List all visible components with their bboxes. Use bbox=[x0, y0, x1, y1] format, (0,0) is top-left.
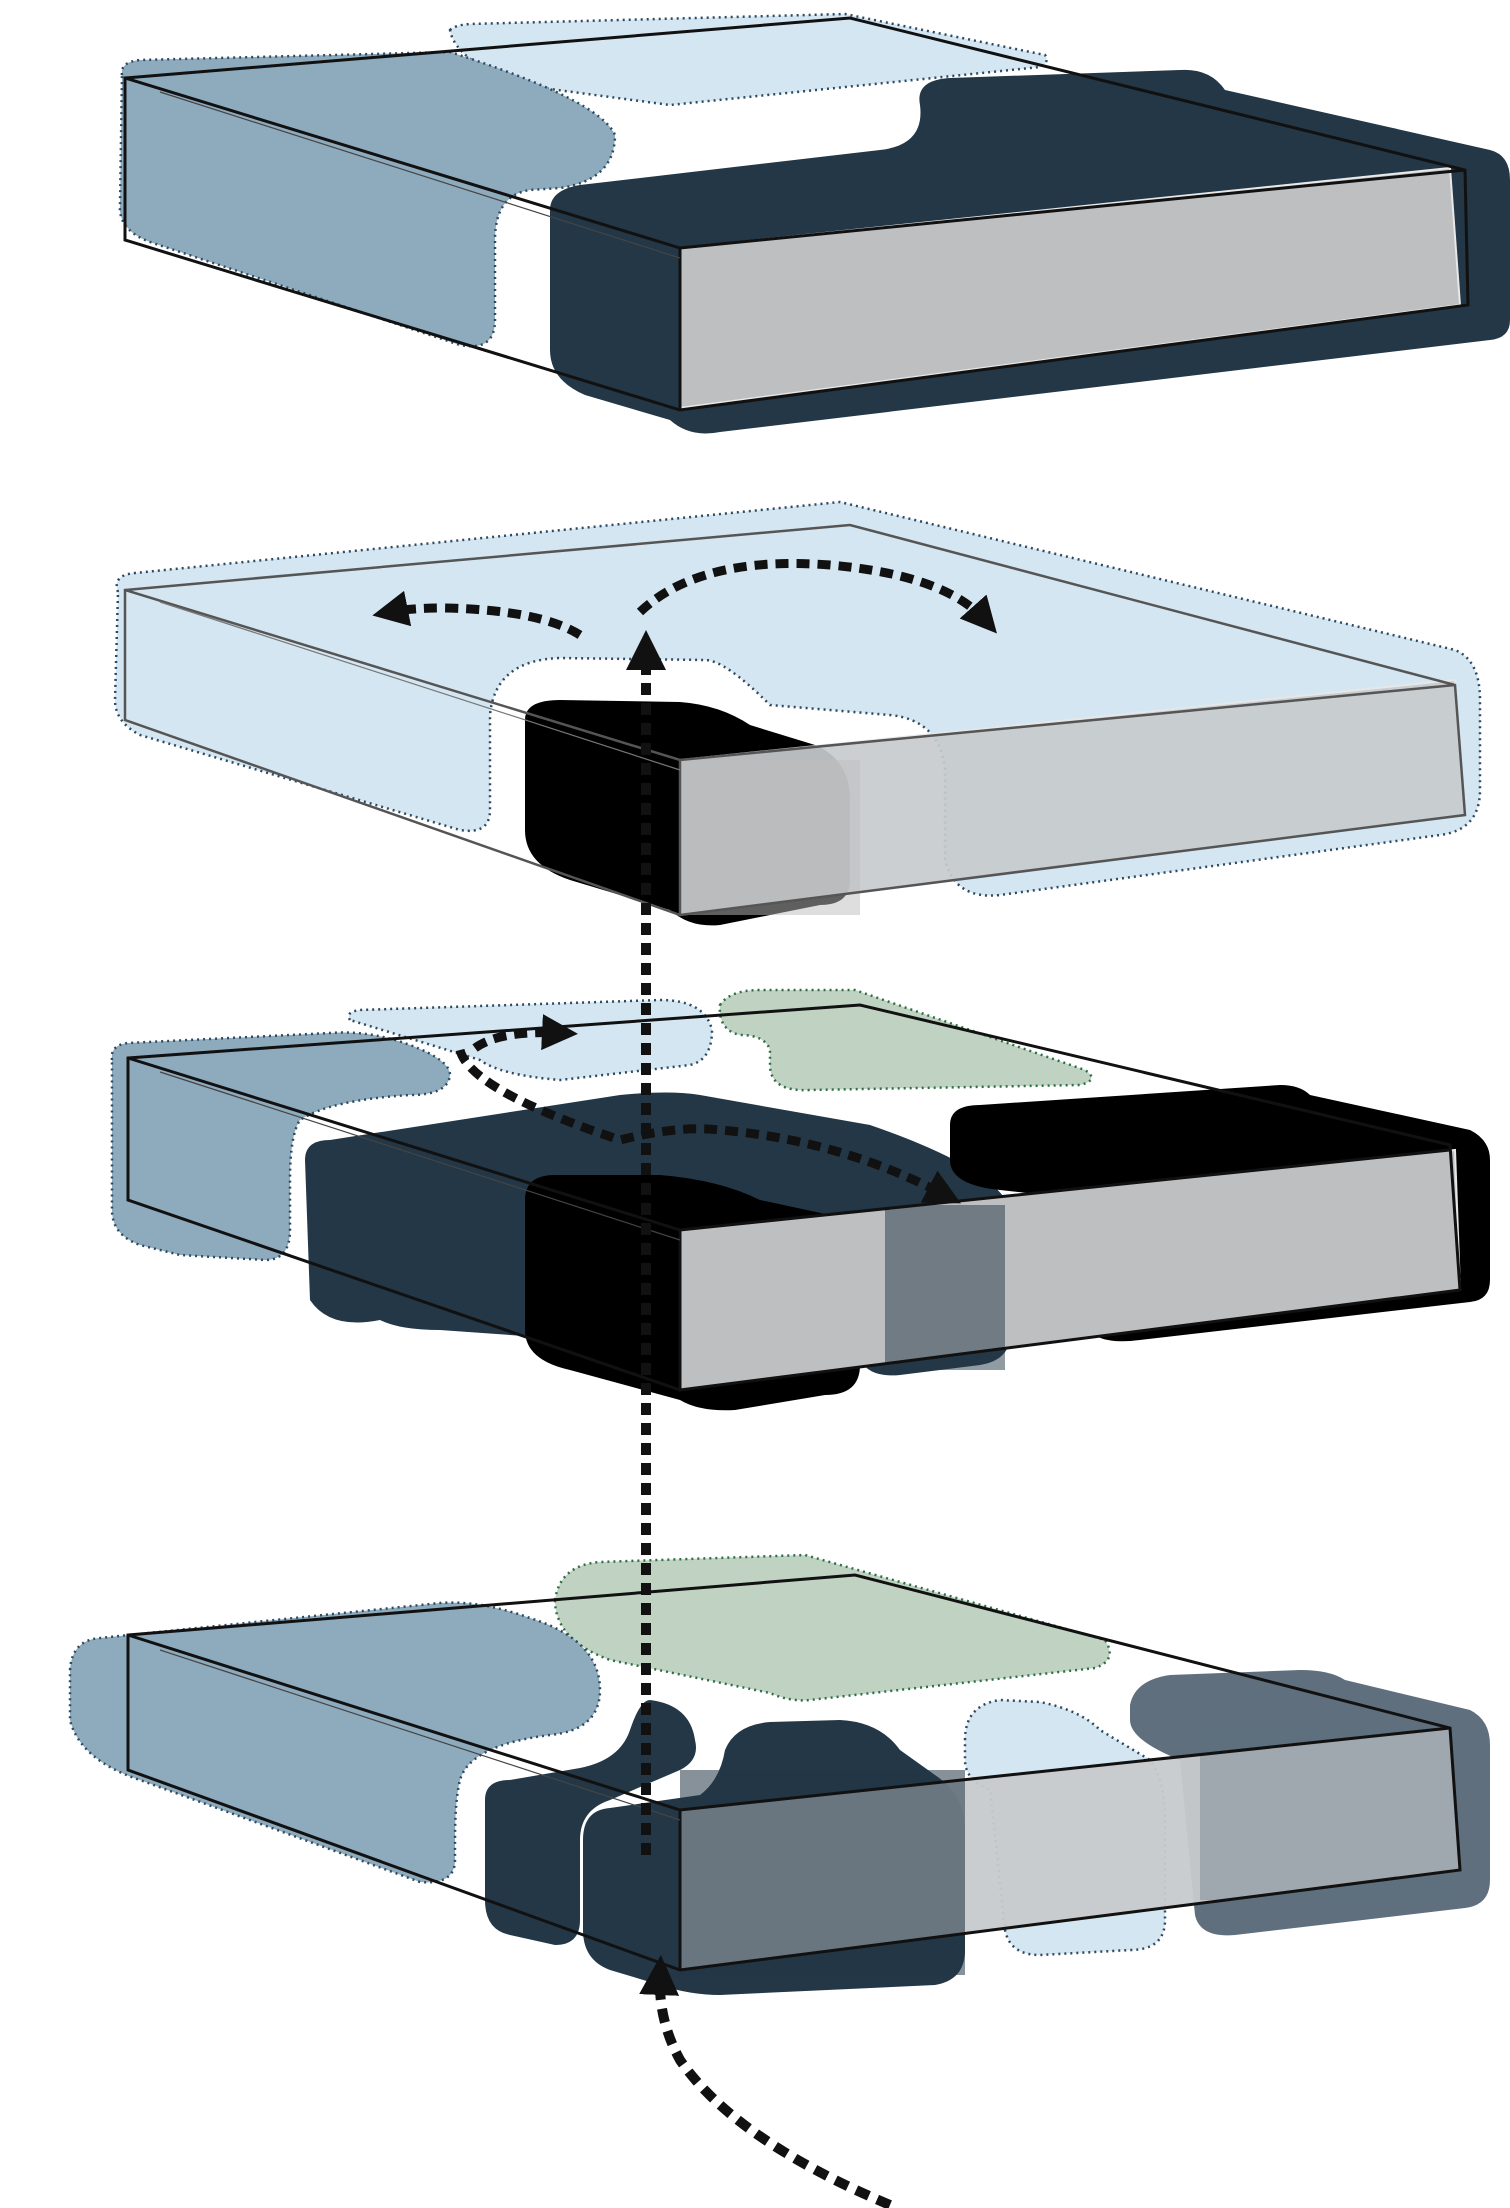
inner-line bbox=[159, 1071, 681, 1241]
level-top bbox=[118, 12, 1510, 434]
zone-steel-blue bbox=[118, 50, 617, 348]
outline-box bbox=[126, 1573, 1462, 1972]
vertical-circulation bbox=[626, 630, 892, 2208]
flow-arrow-small bbox=[472, 1014, 578, 1052]
inner-line bbox=[159, 1649, 681, 1821]
level-ground bbox=[68, 1553, 1490, 1995]
outline-box bbox=[123, 16, 1470, 412]
outline-box bbox=[123, 523, 1467, 917]
facade-overlay-navy bbox=[885, 1205, 1005, 1370]
inner-line bbox=[159, 91, 681, 259]
facade-shade bbox=[680, 760, 860, 915]
zone-steel-blue bbox=[110, 1031, 452, 1262]
zone-pale-blue bbox=[347, 998, 714, 1082]
flow-arrow-right bbox=[636, 559, 997, 634]
flow-arrow-long bbox=[455, 1048, 961, 1204]
level-upper-middle bbox=[113, 500, 1482, 926]
flow-arrow-left bbox=[372, 590, 583, 639]
zone-sage-green bbox=[718, 988, 1093, 1092]
facade-overlay-slate bbox=[1200, 1730, 1460, 1900]
facade-overlay-navy bbox=[680, 1770, 965, 1975]
flow-arrow-entry bbox=[639, 1955, 892, 2208]
level-lower-middle bbox=[110, 988, 1490, 1411]
outline-box bbox=[126, 1003, 1462, 1392]
inner-line bbox=[159, 601, 681, 771]
zone-steel-blue bbox=[68, 1601, 602, 1884]
zone-dark-navy-left bbox=[485, 1700, 696, 1945]
